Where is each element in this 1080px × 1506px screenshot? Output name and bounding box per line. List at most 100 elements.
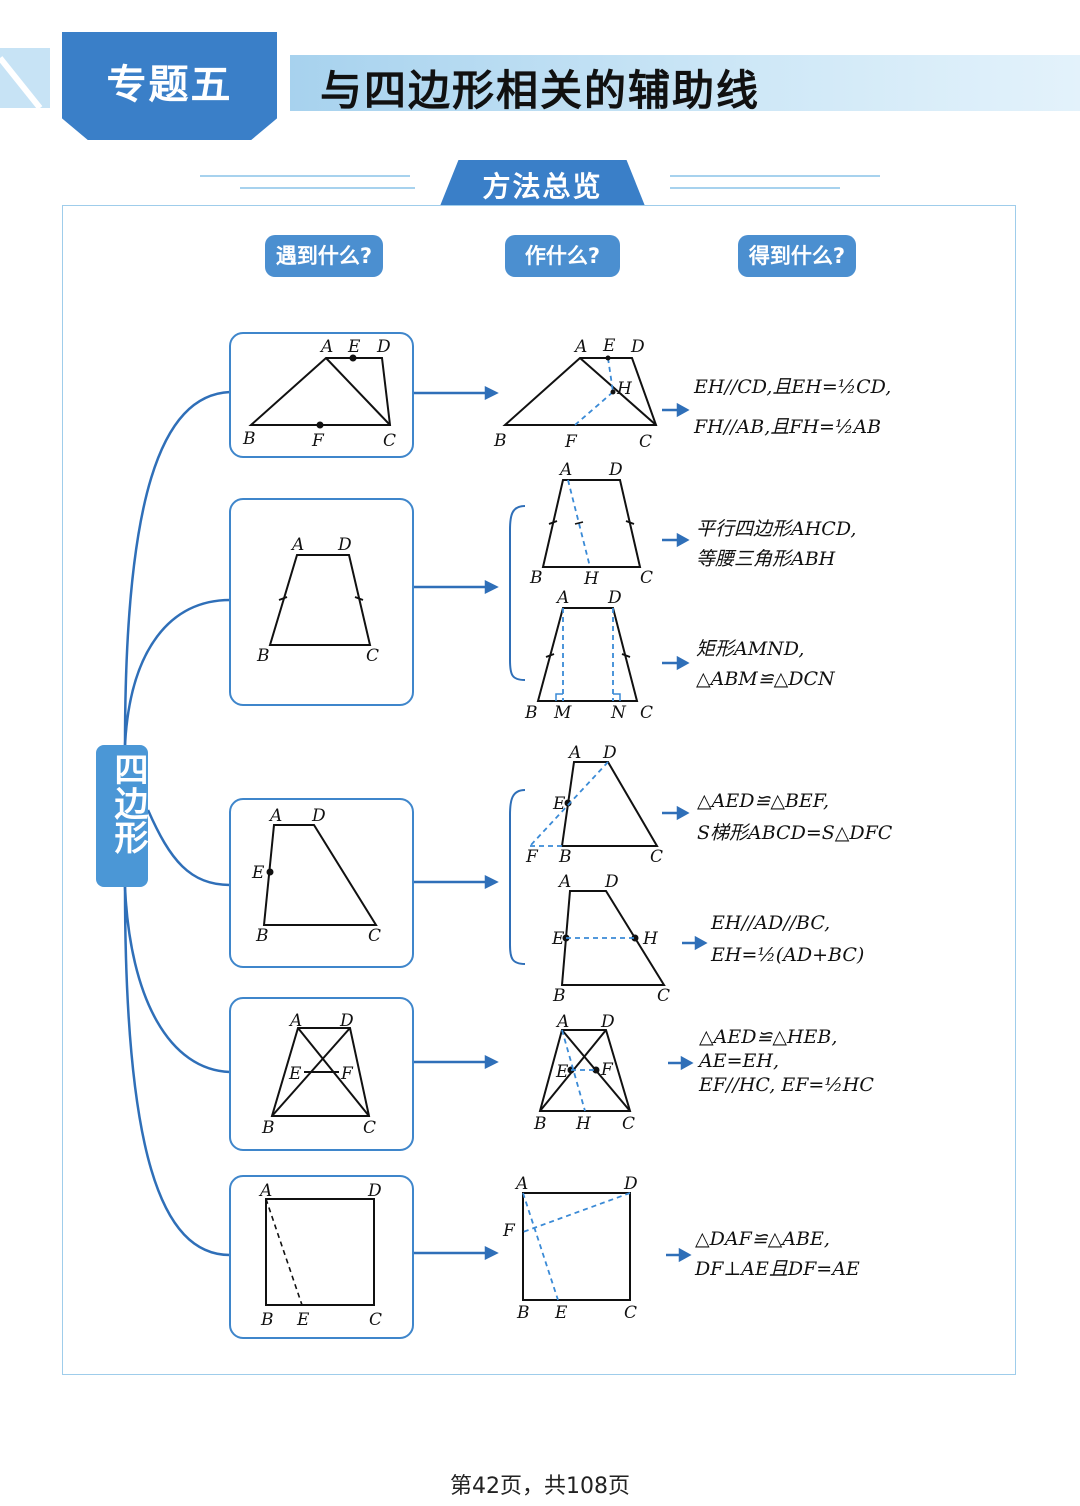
point-label: B xyxy=(558,847,572,867)
point-label: B xyxy=(524,703,538,723)
result-row2a-line2: 等腰三角形ABH xyxy=(696,548,836,570)
point-label: B xyxy=(493,431,507,451)
point-label: C xyxy=(369,1310,382,1330)
point-label: D xyxy=(602,743,617,763)
figure-row5-construct xyxy=(522,1192,631,1301)
point-label: C xyxy=(366,646,379,666)
point-label: B xyxy=(256,646,270,666)
point-label: A xyxy=(290,535,304,555)
topic-badge xyxy=(62,32,277,140)
point-label: D xyxy=(337,535,352,555)
point-label: E xyxy=(296,1310,310,1330)
figure-row5-given xyxy=(265,1198,375,1306)
point-label: C xyxy=(639,432,652,452)
page-title: 与四边形相关的辅助线 xyxy=(320,66,761,115)
page-footer: 第42页，共108页 xyxy=(450,1474,630,1499)
point-label: C xyxy=(650,847,663,867)
figure-row1-given xyxy=(248,354,392,429)
point-label: N xyxy=(610,703,627,723)
point-label: C xyxy=(383,431,396,451)
given-box-2 xyxy=(229,498,414,706)
point-label: C xyxy=(622,1114,635,1134)
point-label: B xyxy=(260,1310,274,1330)
point-label: A xyxy=(567,743,581,763)
result-row4-line3: EF//HC, EF=½HC xyxy=(699,1074,874,1096)
point-label: D xyxy=(604,872,619,892)
point-label: A xyxy=(288,1011,302,1031)
section-divider xyxy=(200,175,880,189)
point-label: C xyxy=(640,568,653,588)
root-label: 四边形 xyxy=(108,752,148,854)
point-label: B xyxy=(242,429,256,449)
point-label: H xyxy=(583,569,600,589)
root-node xyxy=(96,745,148,887)
point-label: E xyxy=(551,929,565,949)
point-label: F xyxy=(564,432,578,452)
point-label: D xyxy=(367,1181,382,1201)
point-label: D xyxy=(376,337,391,357)
given-box-3 xyxy=(229,798,414,968)
point-label: C xyxy=(640,703,653,723)
figure-row2-construct-b xyxy=(536,607,639,702)
point-label: F xyxy=(340,1064,354,1084)
result-row3a-line2: S梯形ABCD=S△DFC xyxy=(697,822,893,844)
point-label: A xyxy=(514,1174,528,1194)
point-label: E xyxy=(555,1062,569,1082)
point-label: C xyxy=(624,1303,637,1323)
corner-decoration xyxy=(0,48,50,110)
column-header-construct: 作什么? xyxy=(505,235,620,277)
point-label: F xyxy=(525,847,539,867)
point-label: B xyxy=(533,1114,547,1134)
point-label: C xyxy=(363,1118,376,1138)
point-label: B xyxy=(255,926,269,946)
point-label: A xyxy=(555,588,569,608)
point-label: E xyxy=(347,337,361,357)
point-label: A xyxy=(555,1012,569,1032)
given-box-1 xyxy=(229,332,414,458)
result-row1-line1: EH//CD,且EH=½CD, xyxy=(694,376,892,398)
point-label: A xyxy=(258,1181,272,1201)
figure-row4-given xyxy=(270,1027,371,1117)
given-box-4 xyxy=(229,997,414,1151)
point-label: D xyxy=(311,806,326,826)
column-header-encounter: 遇到什么? xyxy=(265,235,383,277)
section-title: 方法总览 xyxy=(482,170,603,203)
point-label: E xyxy=(602,336,616,356)
point-label: D xyxy=(623,1174,638,1194)
point-label: H xyxy=(642,929,659,949)
figure-row2-given xyxy=(268,554,372,646)
point-label: A xyxy=(573,337,587,357)
figure-row3-construct-a xyxy=(560,761,659,847)
point-label: B xyxy=(516,1303,530,1323)
point-label: C xyxy=(657,986,670,1006)
point-label: B xyxy=(529,568,543,588)
point-label: F xyxy=(600,1060,614,1080)
point-label: B xyxy=(552,986,566,1006)
point-label: E xyxy=(251,863,265,883)
result-row3b-line1: EH//AD//BC, xyxy=(711,912,831,934)
point-label: B xyxy=(261,1118,275,1138)
result-row3b-line2: EH=½(AD+BC) xyxy=(711,944,865,966)
point-label: D xyxy=(339,1011,354,1031)
figure-row2-construct-a xyxy=(541,479,642,568)
result-row5-line1: △DAF≌△ABE, xyxy=(695,1228,830,1250)
point-label: E xyxy=(288,1064,302,1084)
topic-label: 专题五 xyxy=(106,62,233,108)
point-label: A xyxy=(558,460,572,480)
point-label: D xyxy=(608,460,623,480)
result-row2a-line1: 平行四边形AHCD, xyxy=(696,518,857,540)
result-row4-line2: AE=EH, xyxy=(699,1050,779,1072)
point-label: C xyxy=(368,926,381,946)
point-label: M xyxy=(553,703,572,723)
content-frame xyxy=(62,205,1016,1375)
result-row2b-line2: △ABM≌△DCN xyxy=(696,668,835,690)
result-row1-line2: FH//AB,且FH=½AB xyxy=(694,416,882,438)
result-row4-line1: △AED≌△HEB, xyxy=(699,1026,838,1048)
point-label: F xyxy=(311,431,325,451)
point-label: E xyxy=(552,794,566,814)
point-label: D xyxy=(630,337,645,357)
column-header-obtain: 得到什么? xyxy=(738,235,856,277)
point-label: H xyxy=(575,1114,592,1134)
figure-row3-given xyxy=(262,824,378,926)
